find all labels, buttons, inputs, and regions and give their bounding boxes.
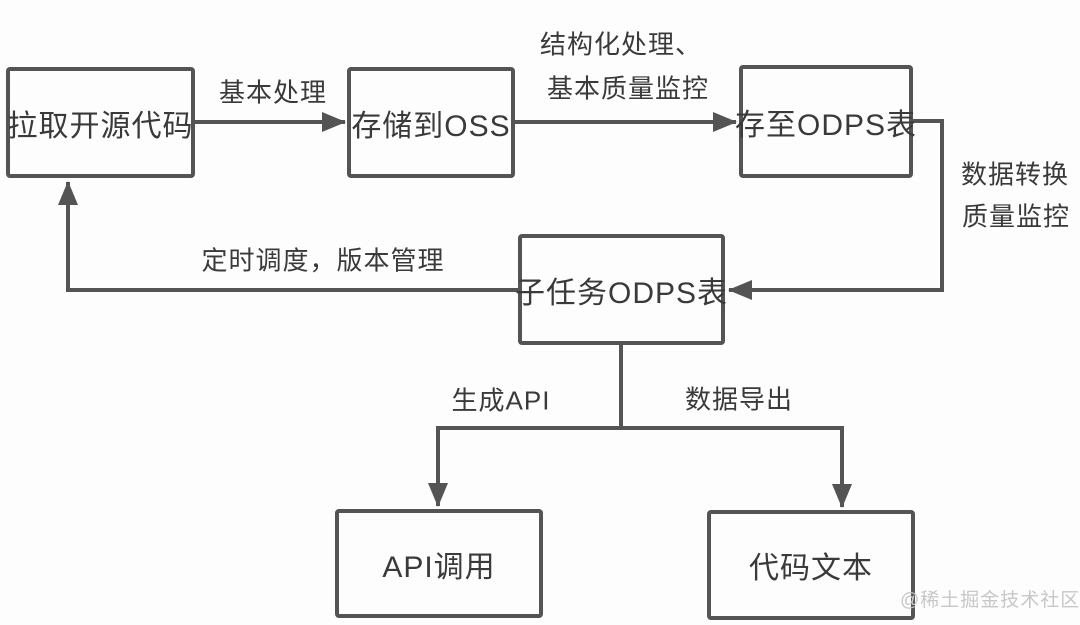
node-subtask-odps-label: 子任务ODPS表 xyxy=(514,276,729,310)
node-store-odps-label: 存至ODPS表 xyxy=(734,108,918,142)
edge-label-structured-processing: 结构化处理、 xyxy=(539,29,703,60)
edge-label-generate-api: 生成API xyxy=(451,385,551,416)
edge-label-data-export: 数据导出 xyxy=(684,384,794,415)
node-store-oss-label: 存储到OSS xyxy=(351,109,511,143)
edge-subtask-to-pull xyxy=(58,181,518,292)
edge-label-schedule-version: 定时调度，版本管理 xyxy=(201,245,445,276)
watermark: @稀土掘金技术社区 xyxy=(900,590,1080,611)
node-api-call: API调用 xyxy=(335,509,543,618)
node-api-call-label: API调用 xyxy=(382,550,496,584)
edge-label-quality-monitoring: 质量监控 xyxy=(961,201,1071,232)
node-code-text-label: 代码文本 xyxy=(749,552,873,585)
edge-label-data-transform: 数据转换 xyxy=(960,159,1070,190)
node-subtask-odps: 子任务ODPS表 xyxy=(514,234,729,345)
edge-label-basic-processing: 基本处理 xyxy=(218,77,328,108)
node-pull-source: 拉取开源代码 xyxy=(6,67,195,178)
node-pull-source-label: 拉取开源代码 xyxy=(7,109,194,143)
edge-odps-to-subtask xyxy=(728,119,944,300)
node-code-text: 代码文本 xyxy=(707,510,915,620)
node-store-odps: 存至ODPS表 xyxy=(735,65,916,178)
edge-label-basic-quality-monitoring: 基本质量监控 xyxy=(546,73,710,104)
node-store-oss: 存储到OSS xyxy=(347,67,515,178)
